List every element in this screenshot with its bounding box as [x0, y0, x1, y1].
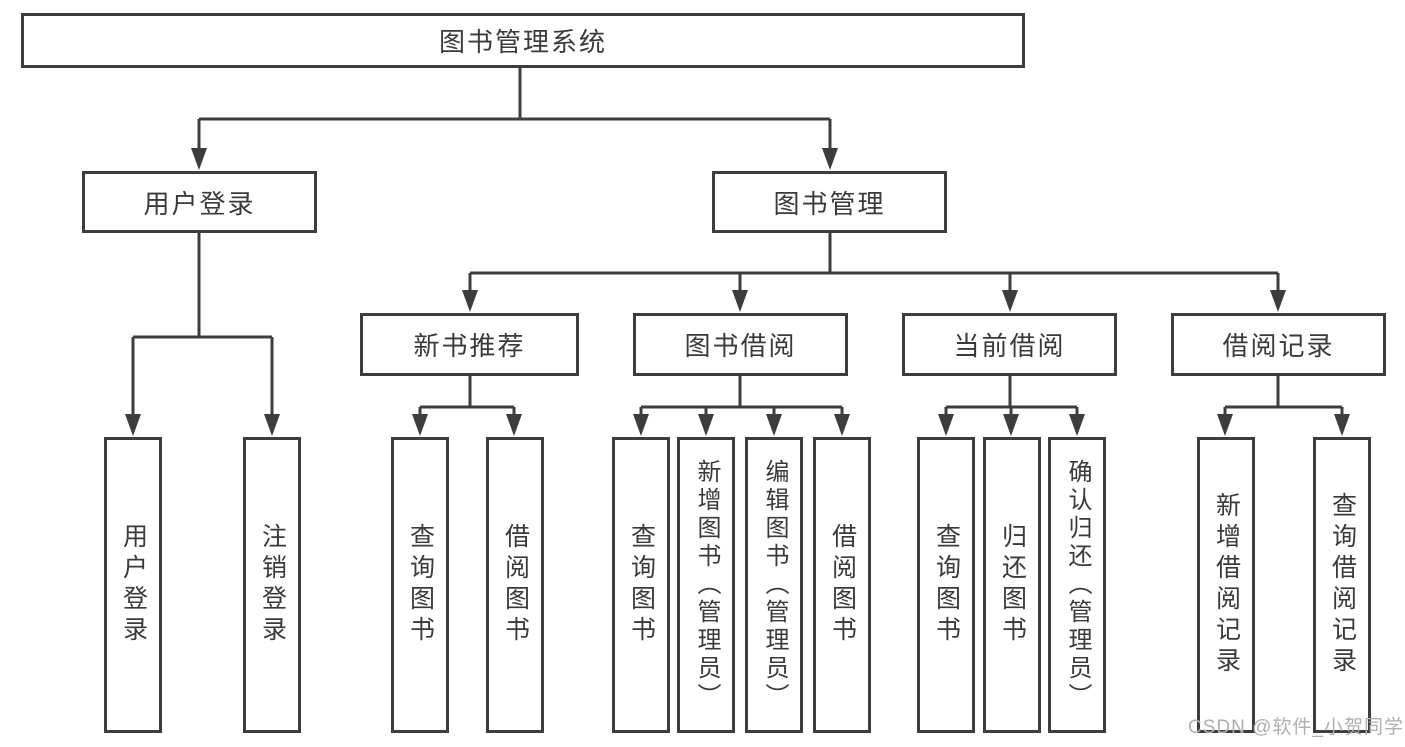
leaf-user-login: 用户登录: [104, 437, 162, 733]
leaf-query-books-current-label: 查询图书: [932, 523, 961, 647]
leaf-confirm-return-admin: 确认归还（管理员）: [1048, 437, 1106, 733]
node-book-borrow: 图书借阅: [633, 313, 848, 376]
node-new-book-recommend-label: 新书推荐: [413, 331, 526, 361]
node-user-login: 用户登录: [82, 171, 317, 233]
node-new-book-recommend: 新书推荐: [360, 313, 579, 376]
leaf-borrow-books-label: 借阅图书: [828, 523, 857, 647]
node-root-system: 图书管理系统: [21, 13, 1025, 68]
leaf-edit-books-admin-label: 编辑图书（管理员）: [761, 459, 788, 711]
node-book-management: 图书管理: [712, 171, 947, 233]
leaf-query-books-borrow: 查询图书: [612, 437, 670, 733]
leaf-borrow-books-recommend: 借阅图书: [486, 437, 544, 733]
leaf-query-books-borrow-label: 查询图书: [627, 523, 656, 647]
node-current-borrow-label: 当前借阅: [953, 331, 1066, 361]
leaf-return-books: 归还图书: [983, 437, 1041, 733]
leaf-user-login-label: 用户登录: [119, 523, 148, 647]
leaf-add-books-admin-label: 新增图书（管理员）: [693, 459, 720, 711]
leaf-query-books-recommend: 查询图书: [391, 437, 449, 733]
leaf-query-books-current: 查询图书: [917, 437, 975, 733]
leaf-logout-label: 注销登录: [258, 523, 287, 647]
node-book-borrow-label: 图书借阅: [684, 331, 797, 361]
leaf-confirm-return-admin-label: 确认归还（管理员）: [1064, 459, 1091, 711]
node-borrow-records-label: 借阅记录: [1222, 331, 1335, 361]
leaf-add-borrow-record-label: 新增借阅记录: [1212, 492, 1241, 678]
csdn-watermark: CSDN @软件_小贺同学: [1188, 717, 1404, 738]
node-user-login-label: 用户登录: [143, 188, 256, 219]
leaf-borrow-books-recommend-label: 借阅图书: [501, 523, 530, 647]
leaf-query-borrow-record: 查询借阅记录: [1313, 437, 1371, 733]
node-current-borrow: 当前借阅: [902, 313, 1117, 376]
leaf-return-books-label: 归还图书: [998, 523, 1027, 647]
leaf-query-books-recommend-label: 查询图书: [406, 523, 435, 647]
leaf-borrow-books: 借阅图书: [813, 437, 871, 733]
leaf-query-borrow-record-label: 查询借阅记录: [1328, 492, 1357, 678]
leaf-add-borrow-record: 新增借阅记录: [1197, 437, 1255, 733]
leaf-logout: 注销登录: [243, 437, 301, 733]
node-borrow-records: 借阅记录: [1171, 313, 1386, 376]
node-root-label: 图书管理系统: [438, 27, 607, 57]
leaf-add-books-admin: 新增图书（管理员）: [677, 437, 735, 733]
node-book-management-label: 图书管理: [773, 188, 886, 219]
leaf-edit-books-admin: 编辑图书（管理员）: [745, 437, 803, 733]
